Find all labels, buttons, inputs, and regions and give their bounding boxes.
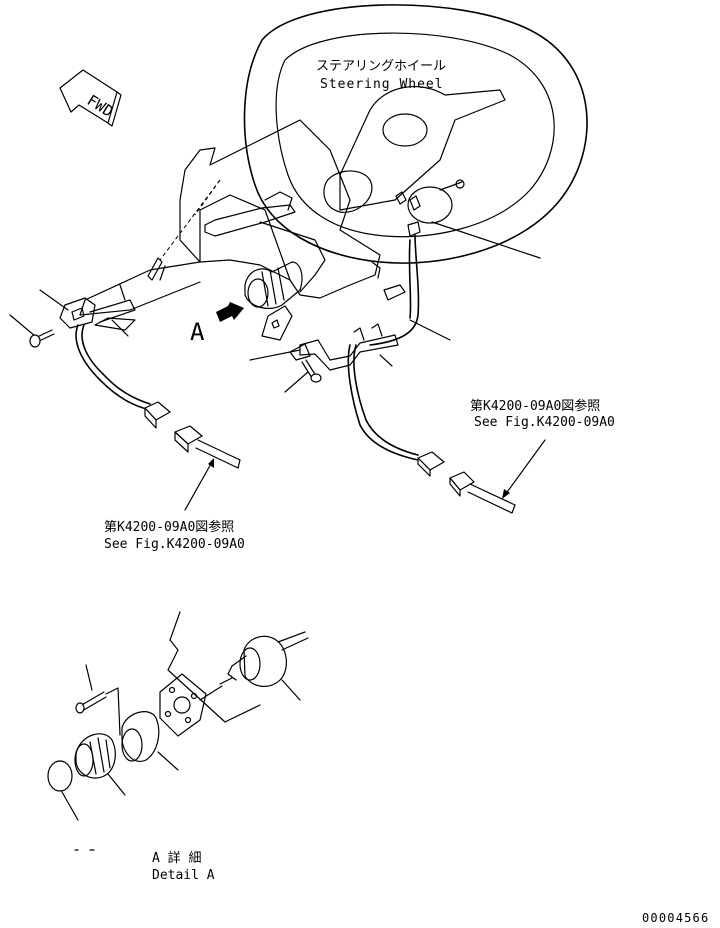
- view-a-label: A: [190, 318, 205, 346]
- drawing-number: 00004566: [642, 911, 709, 925]
- detail-a-exploded: A 詳 細 Detail A: [47, 611, 309, 883]
- steering-wheel-label-en: Steering Wheel: [320, 77, 444, 92]
- ref-right-en: See Fig.K4200-09A0: [474, 415, 615, 430]
- steering-wheel-label-jp: ステアリングホイール: [316, 59, 446, 74]
- steering-column: [9, 119, 381, 337]
- detail-label-jp: A 詳 細: [152, 850, 201, 866]
- detail-label-en: Detail A: [152, 868, 215, 883]
- steering-wheel: ステアリングホイール Steering Wheel: [243, 4, 588, 264]
- ref-left-en: See Fig.K4200-09A0: [104, 537, 245, 552]
- view-a-arrow-icon: A: [190, 302, 244, 346]
- screw-icon: [29, 329, 55, 348]
- ref-left-jp: 第K4200-09A0図参照: [104, 519, 234, 535]
- fwd-arrow-icon: FWD: [59, 69, 122, 127]
- ref-right-jp: 第K4200-09A0図参照: [470, 398, 600, 414]
- light-switch: [244, 261, 303, 341]
- right-harness: 第K4200-09A0図参照 See Fig.K4200-09A0: [249, 221, 615, 514]
- left-harness: 第K4200-09A0図参照 See Fig.K4200-09A0: [75, 324, 245, 552]
